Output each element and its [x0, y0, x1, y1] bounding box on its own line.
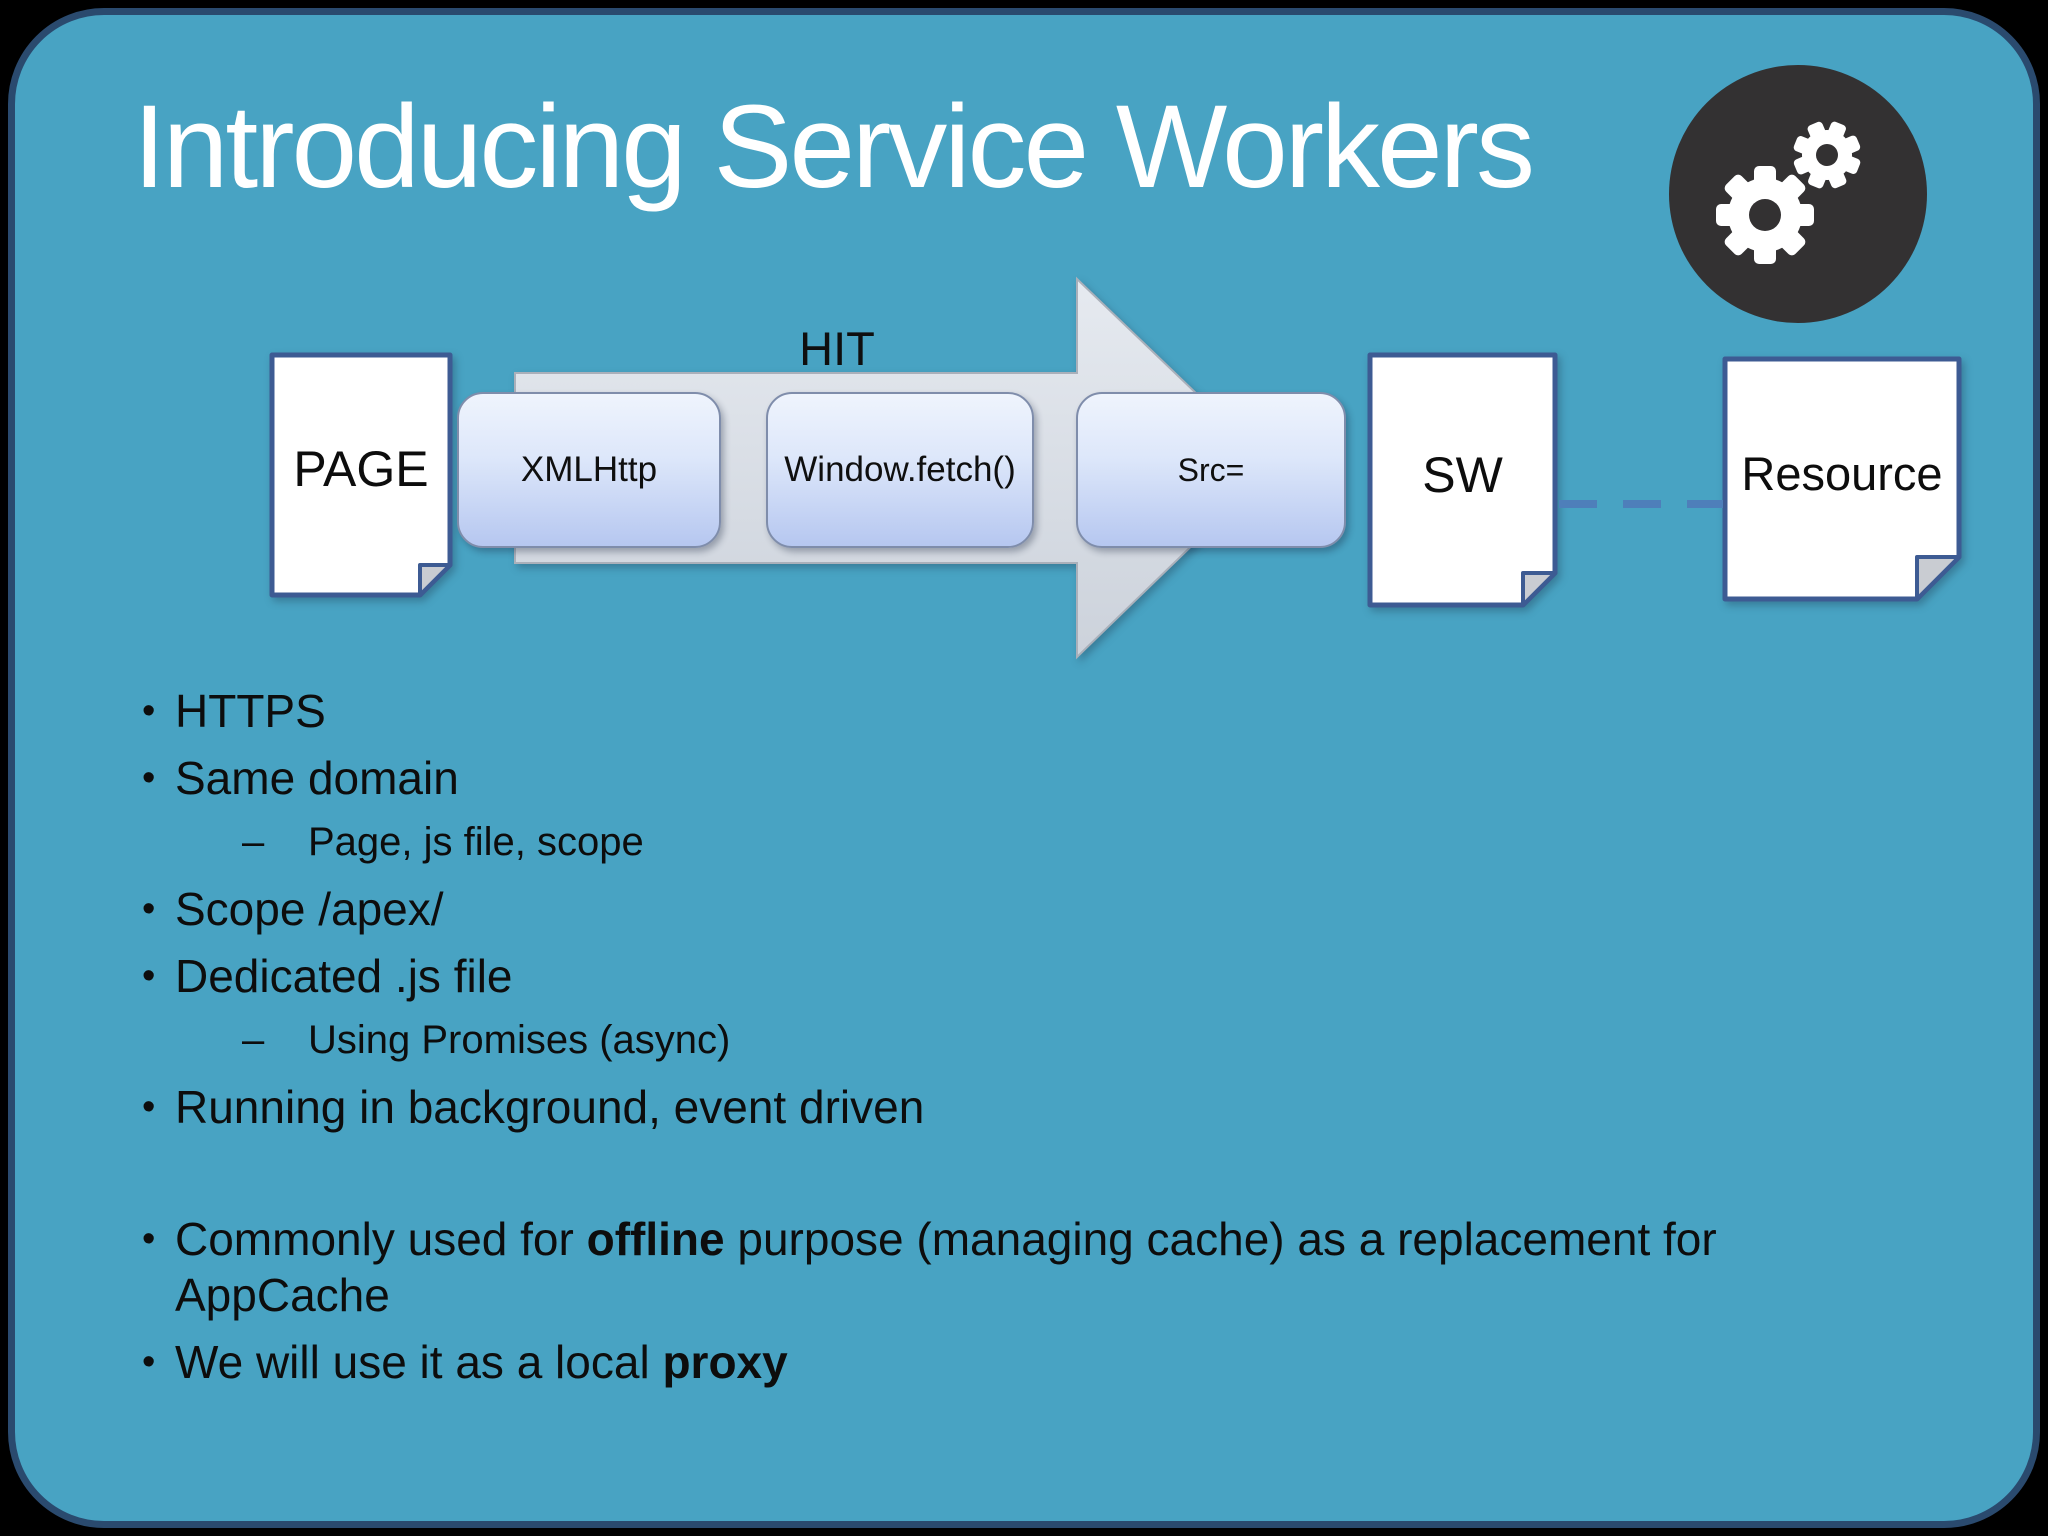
- big-gear-icon: [1716, 166, 1814, 264]
- bullet-dot-marker: •: [142, 955, 156, 997]
- sw-document: [1367, 352, 1558, 608]
- bullet-item: • We will use it as a local proxy: [102, 1334, 1902, 1390]
- bullet-dot-marker: •: [142, 888, 156, 930]
- bullet-dot-marker: •: [142, 757, 156, 799]
- bullet-dash-marker: –: [242, 1018, 265, 1062]
- bullet-dash-marker: –: [242, 820, 265, 864]
- bullet-text: Same domain: [175, 752, 459, 804]
- bullet-dot-marker: •: [142, 690, 156, 732]
- page-document-fold-icon: [418, 563, 452, 597]
- bullet-item: • Dedicated .js file: [102, 948, 1902, 1004]
- resource-document: [1722, 356, 1962, 602]
- bullet-list: •HTTPS•Same domain–Page, js file, scope•…: [102, 683, 1902, 1401]
- bullet-text: HTTPS: [175, 685, 326, 737]
- bullet-item: • Same domain: [102, 750, 1902, 806]
- bullet-text: Running in background, event driven: [175, 1081, 925, 1133]
- bullet-item: • Running in background, event driven: [102, 1079, 1902, 1135]
- step-box-window-fetch: Window.fetch(): [766, 392, 1034, 548]
- bullet-text: Page, js file, scope: [308, 820, 644, 864]
- sw-document-fold-icon: [1521, 571, 1557, 607]
- step-box-xmlhttp: XMLHttp: [457, 392, 721, 548]
- bullet-item: • HTTPS: [102, 683, 1902, 739]
- page-document: [269, 352, 453, 598]
- small-gear-icon: [1793, 121, 1861, 189]
- resource-document-shape: [1722, 356, 1962, 602]
- bullet-item: • Commonly used for offline purpose (mana…: [102, 1211, 1902, 1323]
- sw-document-label: SW: [1422, 447, 1503, 503]
- page-document-label: PAGE: [293, 441, 429, 497]
- sw-document-shape: [1367, 352, 1558, 608]
- bullet-text: Dedicated .js file: [175, 950, 513, 1002]
- gears-icon-graphic: [1716, 121, 1861, 264]
- gears-icon: [1669, 65, 1927, 323]
- bullet-dot-marker: •: [142, 1086, 156, 1128]
- resource-document-label: Resource: [1741, 446, 1943, 500]
- resource-document-fold-icon: [1915, 555, 1961, 601]
- hit-label: HIT: [799, 322, 875, 375]
- bullet-item: –Using Promises (async): [242, 1015, 1902, 1065]
- bullet-item: –Page, js file, scope: [242, 817, 1902, 867]
- bullet-dot-marker: •: [142, 1218, 156, 1260]
- bullet-text: We will use it as a local proxy: [175, 1336, 788, 1388]
- page-document-shape: [269, 352, 453, 598]
- slide: Introducing Service Workers: [8, 8, 2040, 1528]
- bullet-text: Commonly used for offline purpose (manag…: [175, 1213, 1717, 1321]
- bullet-dot-marker: •: [142, 1341, 156, 1383]
- bullet-text: Using Promises (async): [308, 1018, 731, 1062]
- page-title: Introducing Service Workers: [133, 81, 1535, 213]
- step-box-src: Src=: [1076, 392, 1346, 548]
- bullet-item: • Scope /apex/: [102, 881, 1902, 937]
- bullet-text: Scope /apex/: [175, 883, 444, 935]
